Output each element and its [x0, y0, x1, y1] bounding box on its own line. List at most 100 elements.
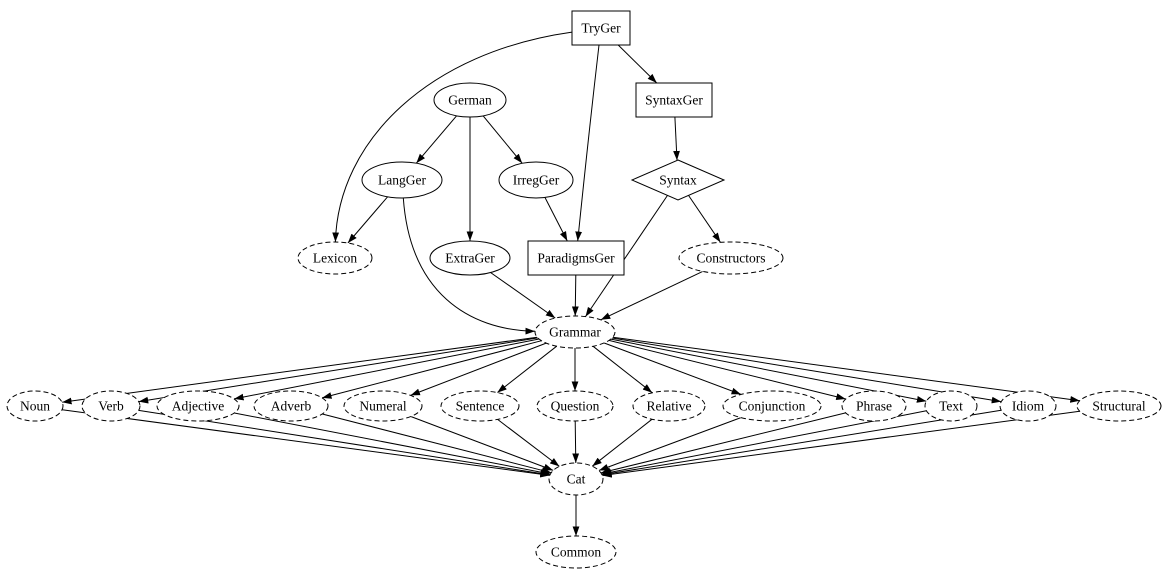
edge-extrager-grammar — [490, 272, 556, 319]
node-extrager-shape — [429, 240, 511, 276]
node-syntax-shape — [630, 159, 726, 201]
edge-structural-cat — [602, 410, 1080, 478]
edge-irregger-paradigmsger — [544, 197, 568, 242]
node-syntax-label: Syntax — [659, 173, 697, 188]
edge-german-irregger — [482, 115, 523, 164]
node-cat-shape — [548, 462, 604, 496]
node-syntaxger-shape — [635, 82, 713, 118]
node-constructors-shape — [678, 241, 784, 275]
edge-tryger-lexicon — [332, 31, 573, 243]
node-numeral-label: Numeral — [359, 399, 406, 414]
node-structural-shape — [1076, 390, 1162, 422]
node-syntaxger: SyntaxGer — [635, 82, 713, 118]
edge-conjunction-cat — [598, 417, 742, 471]
node-sentence: Sentence — [440, 390, 520, 422]
edge-syntax-grammar — [585, 195, 668, 317]
node-constructors: Constructors — [678, 241, 784, 275]
node-cat-label: Cat — [567, 472, 586, 487]
node-lexicon-shape — [297, 241, 373, 275]
node-text-label: Text — [939, 399, 963, 414]
node-paradigmsger: ParadigmsGer — [527, 240, 625, 276]
edge-text-cat — [601, 410, 927, 476]
edge-grammar-conjunction — [604, 342, 742, 395]
node-grammar-label: Grammar — [549, 325, 601, 340]
edge-verb-cat — [138, 409, 550, 477]
edge-langger-lexicon — [347, 196, 388, 244]
node-idiom-label: Idiom — [1012, 399, 1045, 414]
node-syntaxger-label: SyntaxGer — [645, 93, 703, 108]
node-common-shape — [535, 535, 617, 569]
edge-grammar-phrase — [608, 339, 846, 401]
node-sentence-label: Sentence — [456, 399, 505, 414]
node-lexicon-label: Lexicon — [313, 251, 357, 266]
edge-german-langger — [415, 115, 457, 164]
node-langger-shape — [361, 161, 443, 199]
node-paradigmsger-shape — [527, 240, 625, 276]
edge-grammar-relative — [592, 345, 653, 394]
node-idiom-shape — [999, 390, 1057, 422]
edge-syntax-constructors — [688, 195, 721, 243]
node-question: Question — [536, 390, 614, 422]
node-structural: Structural — [1076, 390, 1162, 422]
node-text: Text — [924, 390, 978, 422]
node-question-label: Question — [551, 399, 600, 414]
node-common-label: Common — [551, 545, 602, 560]
edge-adverb-cat — [322, 413, 552, 474]
edge-grammar-idiom — [611, 337, 1002, 404]
node-german-shape — [433, 82, 507, 118]
node-cat: Cat — [548, 462, 604, 496]
node-phrase-shape — [841, 390, 907, 422]
node-adverb-label: Adverb — [271, 399, 312, 414]
edge-constructors-grammar — [600, 270, 703, 321]
node-noun-label: Noun — [20, 399, 50, 414]
edge-adjective-cat — [234, 412, 551, 476]
node-tryger-label: TryGer — [581, 21, 621, 36]
edge-grammar-noun — [62, 336, 538, 405]
node-verb-shape — [81, 390, 141, 422]
node-tryger-shape — [571, 10, 631, 46]
node-numeral-shape — [343, 390, 423, 422]
node-conjunction-shape — [722, 390, 822, 422]
edge-syntaxger-syntax — [673, 116, 680, 161]
edge-phrase-cat — [600, 412, 846, 474]
node-adverb: Adverb — [253, 390, 329, 422]
node-irregger: IrregGer — [498, 161, 574, 199]
edge-grammar-adverb — [321, 340, 542, 399]
edge-tryger-syntaxger — [617, 44, 658, 84]
node-extrager: ExtraGer — [429, 240, 511, 276]
node-german-label: German — [448, 93, 492, 108]
node-common: Common — [535, 535, 617, 569]
node-constructors-label: Constructors — [697, 251, 766, 266]
node-langger: LangGer — [361, 161, 443, 199]
edge-langger-grammar — [402, 197, 536, 335]
node-grammar-shape — [534, 315, 616, 349]
edge-grammar-structural — [612, 336, 1080, 403]
node-conjunction-label: Conjunction — [739, 399, 806, 414]
edge-tryger-paradigmsger — [575, 44, 600, 242]
node-relative-shape — [632, 390, 706, 422]
node-adjective: Adjective — [156, 390, 240, 422]
node-verb: Verb — [81, 390, 141, 422]
node-paradigmsger-label: ParadigmsGer — [537, 251, 615, 266]
node-noun-shape — [6, 390, 64, 422]
node-grammar: Grammar — [534, 315, 616, 349]
node-adjective-label: Adjective — [172, 399, 224, 414]
node-relative: Relative — [632, 390, 706, 422]
edge-sentence-cat — [497, 419, 560, 467]
node-extrager-label: ExtraGer — [445, 251, 495, 266]
node-adverb-shape — [253, 390, 329, 422]
edge-grammar-numeral — [410, 342, 547, 396]
node-text-shape — [924, 390, 978, 422]
node-tryger: TryGer — [571, 10, 631, 46]
node-irregger-shape — [498, 161, 574, 199]
node-question-shape — [536, 390, 614, 422]
node-sentence-shape — [440, 390, 520, 422]
node-german: German — [433, 82, 507, 118]
node-irregger-label: IrregGer — [513, 173, 560, 188]
node-langger-label: LangGer — [378, 173, 426, 188]
node-idiom: Idiom — [999, 390, 1057, 422]
edge-relative-cat — [591, 418, 653, 467]
edge-noun-cat — [62, 409, 550, 478]
